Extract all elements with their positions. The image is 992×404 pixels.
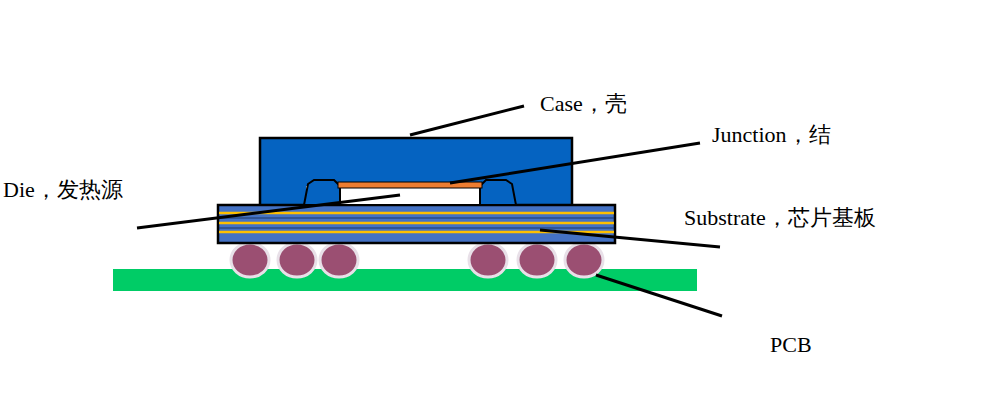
- solder-balls: [231, 243, 603, 277]
- case-label: Case，壳: [540, 91, 627, 117]
- pcb-label: PCB: [770, 332, 812, 358]
- substrate-label: Substrate，芯片基板: [684, 205, 876, 231]
- leader-lines: [137, 106, 722, 316]
- junction-label: Junction，结: [712, 122, 831, 148]
- die: [304, 180, 516, 205]
- die-label: Die，发热源: [3, 177, 123, 203]
